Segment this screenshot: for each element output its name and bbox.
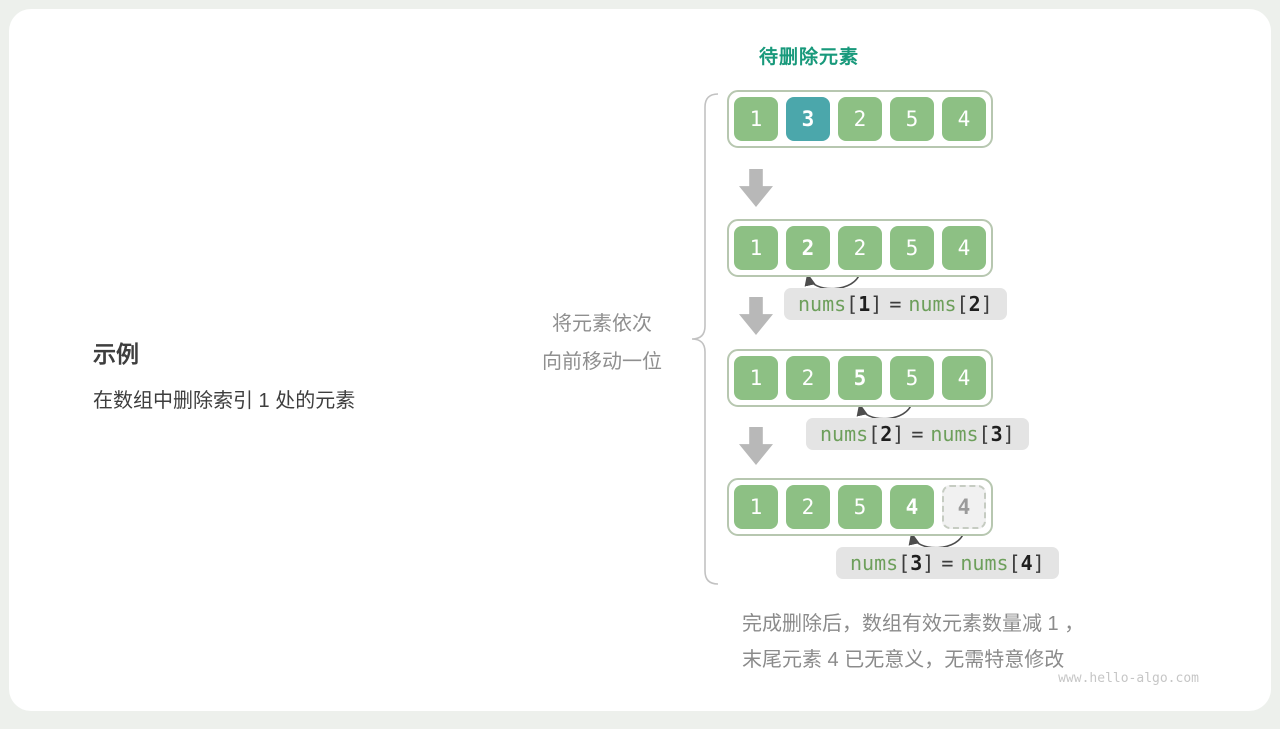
array-cell: 4 <box>942 356 986 400</box>
array-cell: 1 <box>734 485 778 529</box>
array-cell: 2 <box>838 97 882 141</box>
array-cell-to-delete: 3 <box>786 97 830 141</box>
array-cell: 5 <box>890 356 934 400</box>
group-brace <box>691 93 719 585</box>
assignment-label-3: nums[3]=nums[4] <box>836 547 1059 579</box>
code-identifier: nums <box>908 292 957 316</box>
code-index: 2 <box>880 422 893 446</box>
array-cell-updated: 2 <box>786 226 830 270</box>
code-index: 4 <box>1020 551 1033 575</box>
array-cell: 2 <box>786 356 830 400</box>
array-state-1: 1 3 2 5 4 <box>727 90 993 148</box>
code-index: 3 <box>990 422 1003 446</box>
footer-line1: 完成删除后，数组有效元素数量减 1 ， <box>742 613 1085 635</box>
code-index: 2 <box>968 292 981 316</box>
footer-line2: 末尾元素 4 已无意义，无需特意修改 <box>742 649 1065 671</box>
shift-note-line2: 向前移动一位 <box>542 351 662 373</box>
array-cell: 1 <box>734 356 778 400</box>
down-arrow-icon <box>739 169 773 207</box>
array-state-3: 1 2 5 5 4 <box>727 349 993 407</box>
array-cell: 2 <box>786 485 830 529</box>
example-description: 在数组中删除索引 1 处的元素 <box>93 390 356 412</box>
array-cell: 5 <box>890 226 934 270</box>
array-cell: 5 <box>890 97 934 141</box>
array-state-4: 1 2 5 4 4 <box>727 478 993 536</box>
shift-note: 将元素依次 向前移动一位 <box>517 305 687 381</box>
code-identifier: nums <box>850 551 899 575</box>
code-identifier: nums <box>820 422 869 446</box>
array-cell: 4 <box>942 97 986 141</box>
assignment-label-1: nums[1]=nums[2] <box>784 288 1007 320</box>
array-cell-updated: 5 <box>838 356 882 400</box>
pending-delete-label: 待删除元素 <box>758 47 859 68</box>
footer-note: 完成删除后，数组有效元素数量减 1 ， 末尾元素 4 已无意义，无需特意修改 <box>742 606 1084 678</box>
array-state-2: 1 2 2 5 4 <box>727 219 993 277</box>
example-block: 示例 在数组中删除索引 1 处的元素 <box>93 335 355 413</box>
code-identifier: nums <box>798 292 847 316</box>
array-cell-obsolete: 4 <box>942 485 986 529</box>
down-arrow-icon <box>739 427 773 465</box>
example-heading: 示例 <box>93 341 139 367</box>
shift-note-line1: 将元素依次 <box>552 313 652 335</box>
code-index: 1 <box>858 292 871 316</box>
array-cell: 1 <box>734 97 778 141</box>
array-cell: 5 <box>838 485 882 529</box>
array-cell: 1 <box>734 226 778 270</box>
array-cell: 4 <box>942 226 986 270</box>
assignment-label-2: nums[2]=nums[3] <box>806 418 1029 450</box>
code-index: 3 <box>910 551 923 575</box>
watermark: www.hello-algo.com <box>1058 671 1199 686</box>
array-cell: 2 <box>838 226 882 270</box>
code-identifier: nums <box>930 422 979 446</box>
code-identifier: nums <box>960 551 1009 575</box>
down-arrow-icon <box>739 297 773 335</box>
array-cell-updated: 4 <box>890 485 934 529</box>
figure-card: 待删除元素 示例 在数组中删除索引 1 处的元素 将元素依次 向前移动一位 1 … <box>9 9 1271 711</box>
